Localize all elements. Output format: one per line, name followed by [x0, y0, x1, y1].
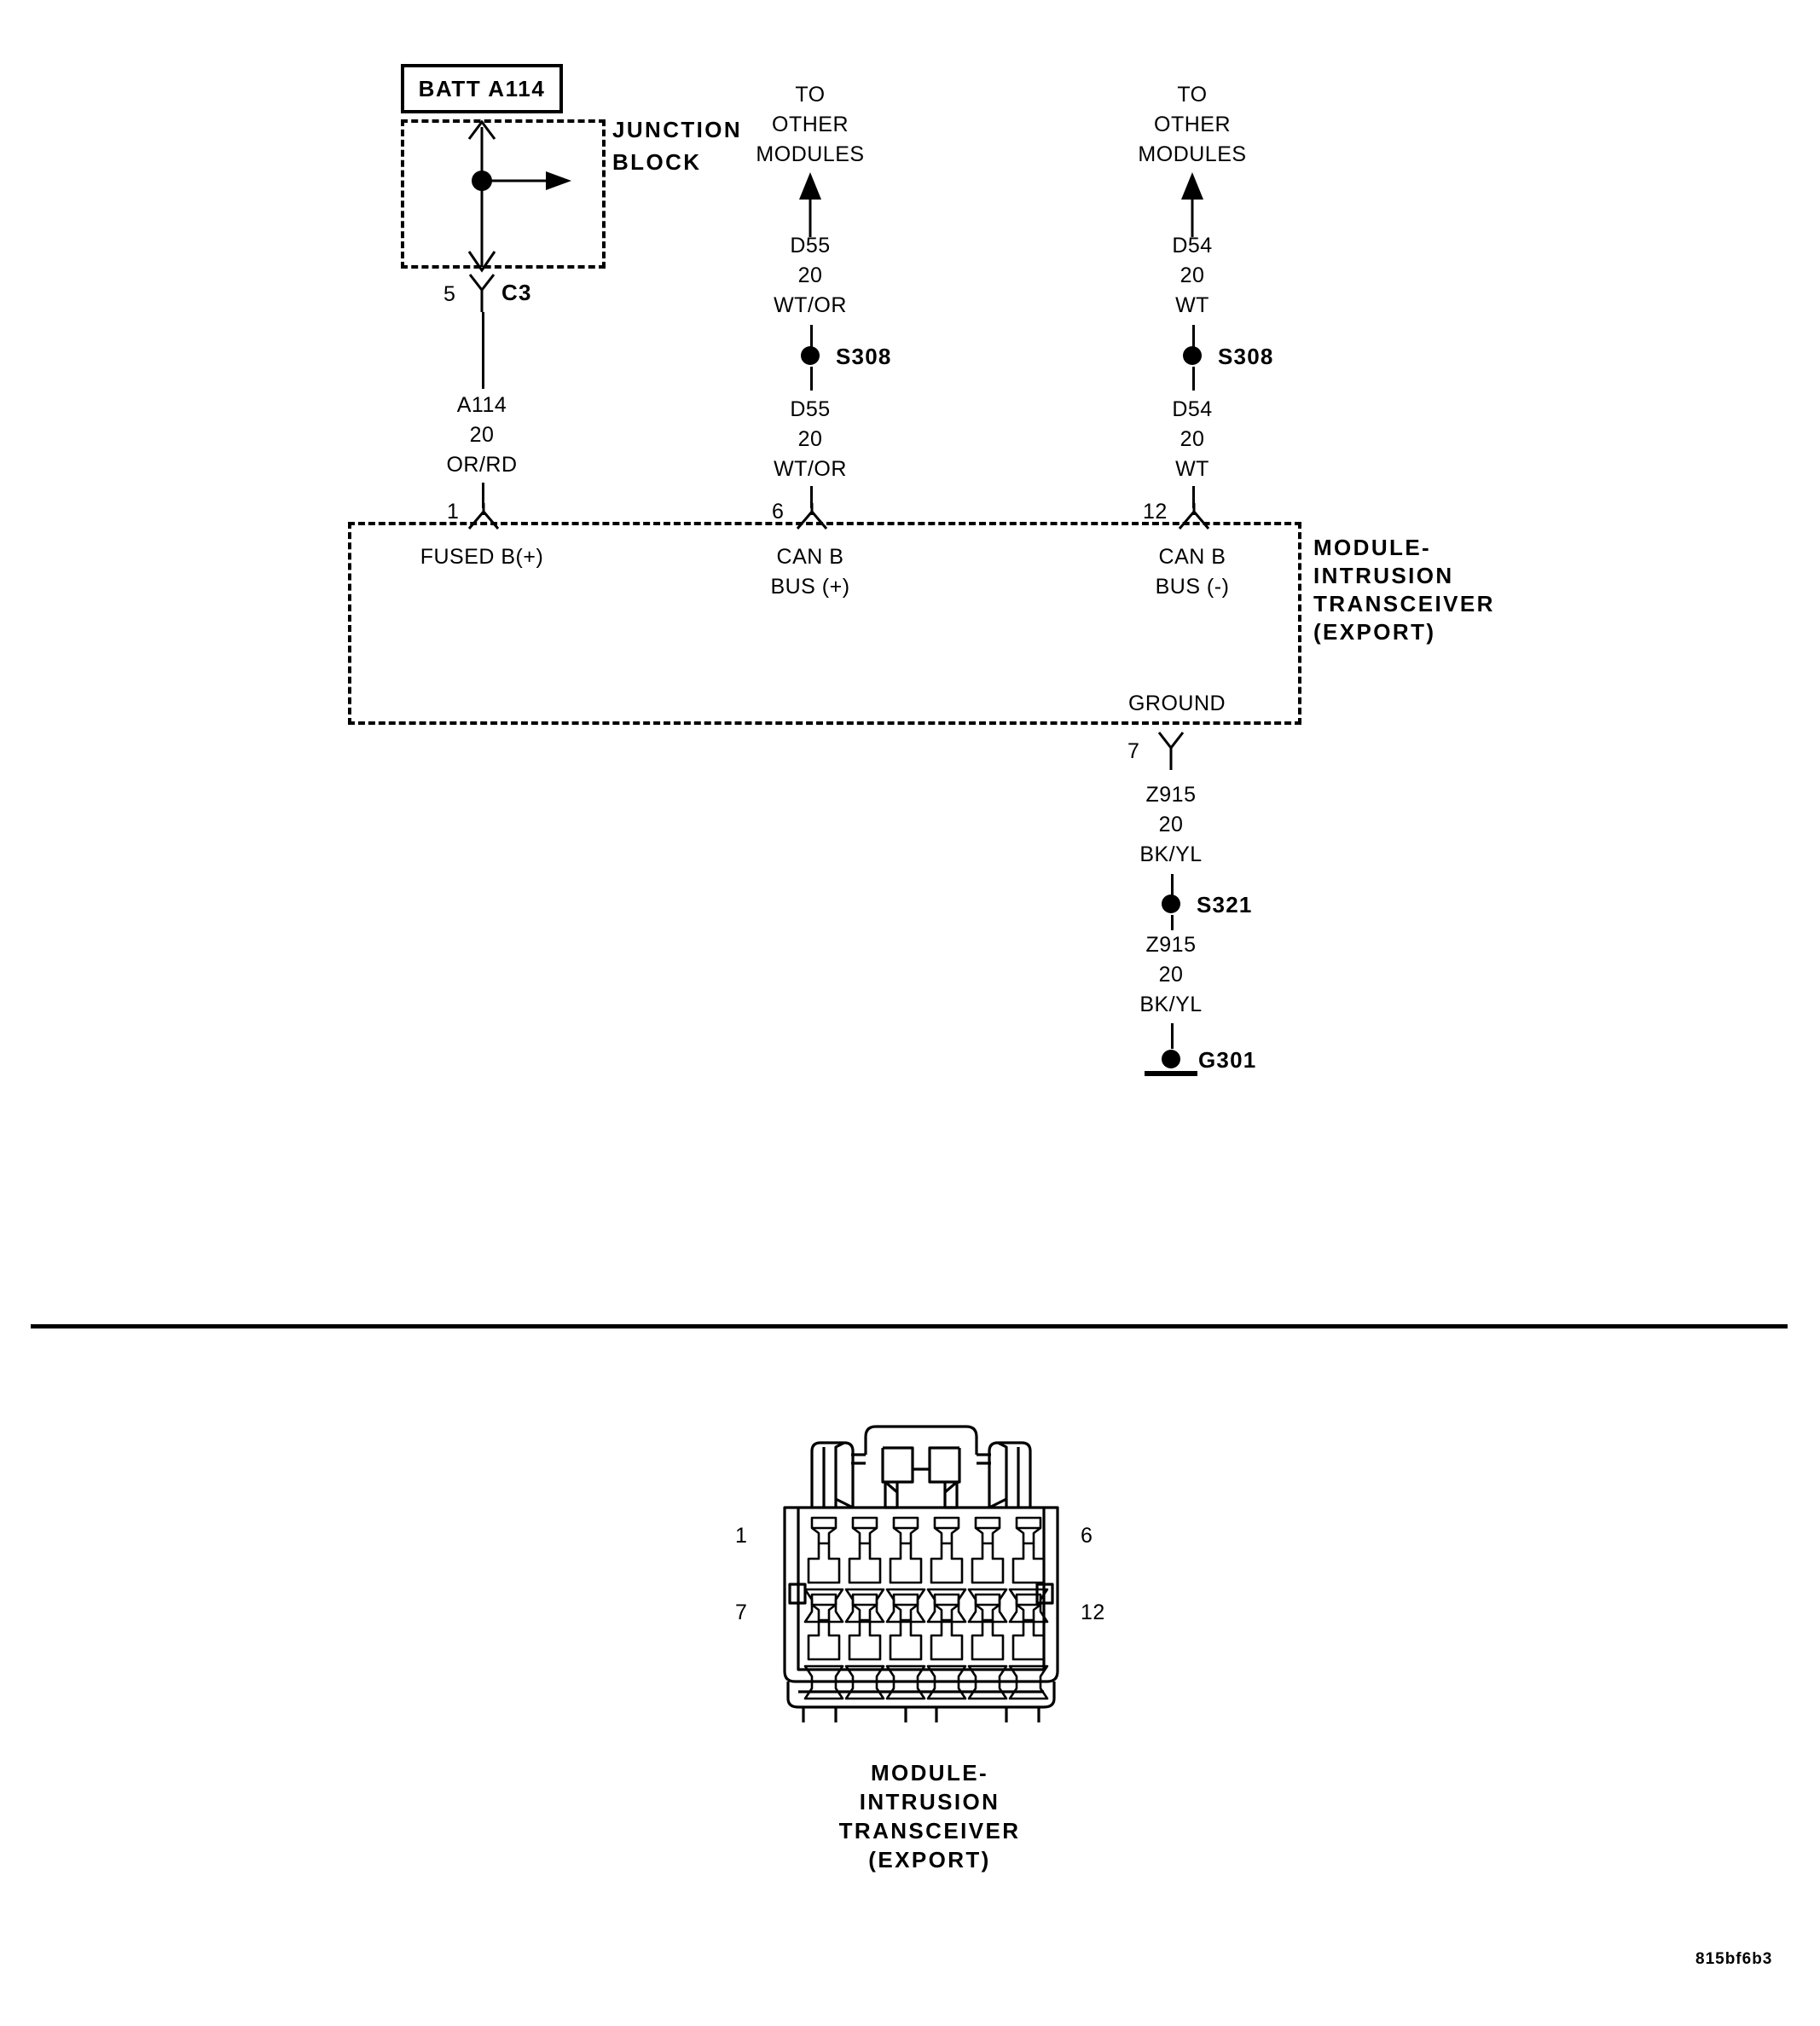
wire-d54-from-splice: [1192, 367, 1195, 391]
module-name-line1: MODULE-: [1313, 535, 1432, 560]
module-function-can-b-minus-line2: BUS (-): [1155, 575, 1230, 599]
connector-pin-label-12: 12: [1081, 1601, 1105, 1624]
connector-caption-line4: (EXPORT): [868, 1847, 991, 1873]
wire-d54-upper-id: D54: [1172, 234, 1213, 258]
arrow-up-d55: [789, 171, 832, 239]
module-name-line2: INTRUSION: [1313, 563, 1454, 588]
connector-pin-label-6: 6: [1081, 1524, 1093, 1548]
wire-z915-from-splice: [1171, 915, 1174, 930]
wire-a114-color: OR/RD: [446, 453, 518, 477]
module-function-can-b-plus-line2: BUS (+): [770, 575, 850, 599]
wire-d55-from-splice: [810, 367, 813, 391]
wire-d54-id: D54: [1172, 397, 1213, 421]
ground-g301-dot: [1162, 1050, 1180, 1068]
wire-d55-to-splice: [810, 325, 813, 347]
wire-d54-upper-color: WT: [1175, 293, 1209, 317]
terminal-pin-1-number: 1: [447, 500, 460, 524]
wire-z915-to-splice: [1171, 874, 1174, 896]
wire-d55-gauge: 20: [797, 427, 823, 451]
splice-s308-can-plus-dot: [801, 346, 820, 365]
wire-d54-to-splice: [1192, 325, 1195, 347]
wire-z915-upper-gauge: 20: [1158, 813, 1184, 836]
junction-block-label-line2: BLOCK: [612, 149, 702, 175]
splice-s308-can-plus-label: S308: [836, 344, 892, 369]
module-name-line4: (EXPORT): [1313, 619, 1436, 645]
terminal-pin-12-symbol: [1171, 503, 1217, 532]
wire-d54-upper-gauge: 20: [1180, 263, 1205, 287]
junction-block-label-line1: JUNCTION: [612, 117, 743, 142]
connector-caption-line3: TRANSCEIVER: [838, 1818, 1021, 1844]
wire-d54-lower-segment: [1192, 486, 1195, 508]
connector-c3-pin-number: 5: [443, 282, 456, 306]
wire-d54-color: WT: [1175, 457, 1209, 481]
wire-d55-upper-gauge: 20: [797, 263, 823, 287]
splice-s308-can-minus-dot: [1183, 346, 1202, 365]
module-function-can-b-minus-line1: CAN B: [1158, 545, 1226, 569]
to-other-modules-d55-line1: TO: [795, 83, 826, 107]
connector-pin-label-1: 1: [735, 1524, 748, 1548]
wire-z915-lower-id: Z915: [1145, 933, 1197, 957]
wire-z915-to-ground: [1171, 1023, 1174, 1049]
junction-block-internal-wiring: [401, 115, 614, 277]
splice-s321-dot: [1162, 894, 1180, 913]
module-function-fused-b: FUSED B(+): [420, 545, 544, 569]
arrow-up-d54: [1171, 171, 1214, 239]
module-function-ground: GROUND: [1127, 692, 1226, 715]
terminal-pin-6-symbol: [789, 503, 835, 532]
to-other-modules-d55-line2: OTHER: [772, 113, 849, 136]
connector-caption-line2: INTRUSION: [859, 1789, 1000, 1815]
wire-d55-upper-color: WT/OR: [774, 293, 847, 317]
diagram-watermark: 815bf6b3: [1695, 1950, 1773, 1968]
wire-a114-gauge: 20: [469, 423, 495, 447]
wire-d55-lower-segment: [810, 486, 813, 508]
ground-g301-bar: [1145, 1071, 1197, 1076]
wire-d55-color: WT/OR: [774, 457, 847, 481]
to-other-modules-d54-line2: OTHER: [1154, 113, 1231, 136]
module-intrusion-transceiver-box: [348, 522, 1301, 725]
terminal-pin-12-number: 12: [1143, 500, 1168, 524]
ground-g301-label: G301: [1198, 1047, 1257, 1073]
connector-face-view: [751, 1398, 1092, 1722]
connector-pin-label-7: 7: [735, 1601, 748, 1624]
batt-source-box: BATT A114: [401, 64, 563, 113]
wire-d55-upper-id: D55: [790, 234, 831, 258]
connector-caption-line1: MODULE-: [870, 1760, 989, 1786]
connector-c3-symbol: [456, 271, 507, 314]
splice-s321-label: S321: [1197, 892, 1253, 917]
splice-s308-can-minus-label: S308: [1218, 344, 1274, 369]
module-name-line3: TRANSCEIVER: [1313, 591, 1495, 616]
junction-block-box: [401, 119, 606, 269]
batt-source-label: BATT A114: [418, 75, 546, 101]
wire-a114-upper-segment: [482, 312, 484, 389]
connector-c3-name: C3: [501, 280, 532, 305]
terminal-pin-7-number: 7: [1127, 739, 1140, 763]
module-function-can-b-plus-line1: CAN B: [776, 545, 844, 569]
wire-z915-lower-color: BK/YL: [1139, 993, 1203, 1016]
wire-z915-lower-gauge: 20: [1158, 963, 1184, 987]
to-other-modules-d54-line3: MODULES: [1138, 142, 1247, 166]
to-other-modules-d54-line1: TO: [1177, 83, 1208, 107]
to-other-modules-d55-line3: MODULES: [756, 142, 865, 166]
section-divider: [31, 1324, 1788, 1328]
wire-d55-id: D55: [790, 397, 831, 421]
wire-a114-id: A114: [456, 393, 507, 417]
wire-z915-upper-color: BK/YL: [1139, 842, 1203, 866]
wire-a114-lower-segment: [482, 483, 484, 508]
wire-z915-upper-id: Z915: [1145, 783, 1197, 807]
terminal-pin-1-symbol: [461, 503, 507, 532]
wire-d54-gauge: 20: [1180, 427, 1205, 451]
terminal-pin-6-number: 6: [772, 500, 785, 524]
terminal-pin-7-symbol: [1145, 729, 1197, 772]
